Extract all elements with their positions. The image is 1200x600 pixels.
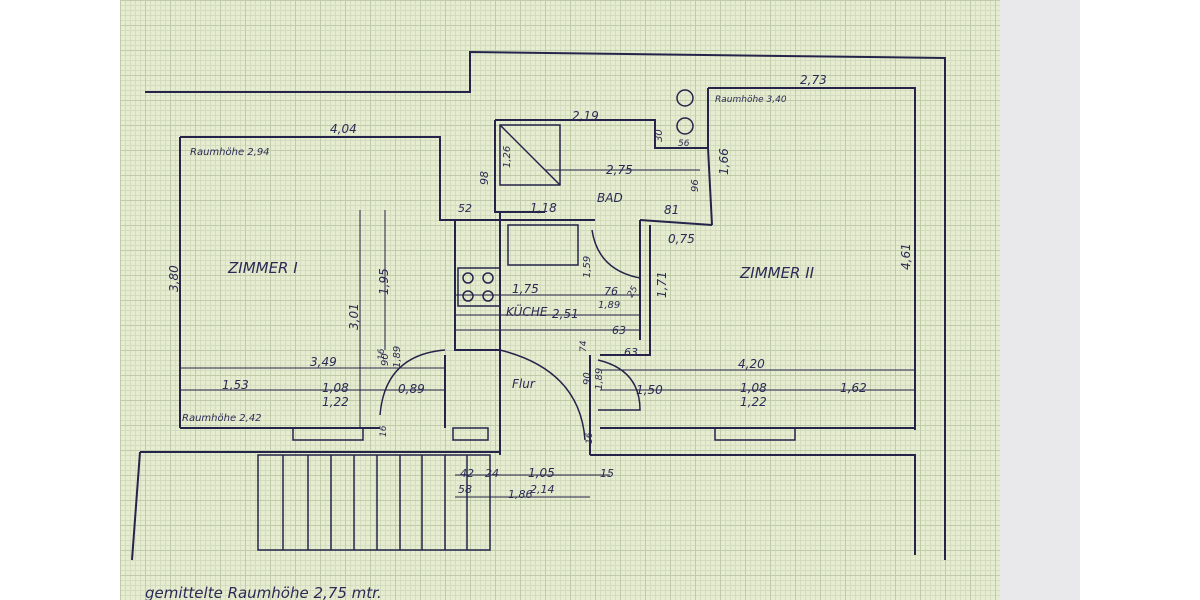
window-zimmer2 [714, 427, 796, 441]
dim-349: 3,49 [310, 355, 337, 369]
dim-189b: 1,89 [392, 346, 403, 368]
dim-404: 4,04 [330, 122, 357, 136]
window-flur [452, 427, 489, 441]
room-labels: ZIMMER I ZIMMER II BAD KÜCHE Flur [227, 191, 815, 391]
background-left [0, 0, 122, 600]
dim-075: 0,75 [668, 232, 695, 246]
dim-122a: 1,22 [322, 395, 349, 409]
dim-166: 1,66 [717, 148, 731, 175]
dim-251: 2,51 [552, 307, 579, 321]
zimmer2-outer-wall [708, 87, 916, 430]
dim-56: 56 [678, 139, 690, 149]
fixtures [457, 89, 694, 307]
note-raumhoehe-unten: Raumhöhe 2,42 [182, 413, 262, 424]
dim-63a: 63 [612, 324, 626, 337]
label-zimmer2: ZIMMER II [739, 264, 815, 282]
zimmer2-top-step [639, 219, 713, 226]
dim-118: 1,18 [530, 201, 557, 215]
dim-273: 2,73 [800, 73, 827, 87]
lower-wall-right [590, 454, 916, 555]
note-raumhoehe-zimmer1: Raumhöhe 2,94 [190, 147, 270, 158]
sink-unit [507, 224, 579, 266]
dim-461: 4,61 [899, 243, 913, 270]
zimmer1-top-wall [180, 136, 441, 207]
dim-122b: 1,22 [740, 395, 767, 409]
dim-150: 1,50 [636, 383, 663, 397]
dim-98: 98 [478, 171, 491, 185]
door-bad [591, 229, 641, 279]
dim-74: 74 [579, 340, 589, 352]
dim-420: 4,20 [738, 357, 765, 371]
dim-219: 2,19 [572, 109, 599, 123]
dim-108b: 1,08 [740, 381, 767, 395]
shower-tray [499, 124, 561, 186]
label-bad: BAD [597, 191, 623, 205]
dim-16c: 16 [377, 348, 387, 360]
dim-153: 1,53 [222, 378, 249, 392]
doors [379, 229, 641, 441]
fixture-circle-2 [676, 117, 694, 135]
staircase [257, 454, 491, 551]
background-right [1080, 0, 1200, 600]
door-zimmer1 [379, 349, 446, 416]
dim-189a: 1,89 [598, 300, 620, 311]
label-kueche: KÜCHE [506, 303, 548, 319]
dim-58: 58 [458, 483, 472, 496]
dim-186: 1,86 [508, 488, 533, 501]
dim-089: 0,89 [398, 382, 425, 396]
dim-105: 1,05 [528, 466, 555, 480]
dim-76: 76 [604, 285, 618, 298]
paper-edge-strip [1000, 0, 1080, 600]
lower-left-edge [131, 451, 141, 561]
label-zimmer1: ZIMMER I [227, 259, 298, 277]
dim-15: 15 [600, 467, 614, 480]
zimmer2-left-wall [600, 225, 651, 356]
dim-175: 1,75 [512, 282, 539, 296]
stove [457, 267, 501, 307]
dim-96: 96 [690, 179, 701, 192]
dim-25: 25 [626, 284, 641, 299]
outer-wall-top [145, 50, 946, 560]
dim-52: 52 [458, 202, 472, 215]
dim-301: 3,01 [347, 303, 361, 330]
dim-214: 2,14 [530, 483, 555, 496]
fixture-circle-1 [676, 89, 694, 107]
bath-top-wall [495, 119, 708, 149]
dim-16b: 16 [585, 432, 595, 444]
dimension-values: 4,04 2,73 2,19 2,75 1,18 1,26 98 52 30 5… [167, 73, 913, 501]
dimension-lines [180, 169, 915, 498]
dim-30: 30 [654, 129, 665, 142]
dim-63b: 63 [624, 346, 638, 359]
dim-90a: 90 [380, 353, 391, 366]
door-zimmer2 [597, 359, 641, 411]
dim-159: 1,59 [582, 256, 593, 278]
dim-108a: 1,08 [322, 381, 349, 395]
dim-189c: 1,89 [594, 368, 605, 390]
dim-380: 3,80 [167, 265, 181, 292]
dim-126: 1,26 [502, 146, 513, 168]
door-flur [499, 349, 586, 441]
dim-24: 24 [485, 467, 499, 480]
dim-162: 1,62 [840, 381, 867, 395]
label-flur: Flur [512, 377, 536, 391]
kitchen-left-wall [439, 207, 500, 351]
dim-90b: 90 [582, 372, 593, 385]
window-zimmer1 [292, 427, 364, 441]
graph-paper [120, 0, 1082, 600]
stairs-outline [257, 454, 491, 551]
bath-right-wall [707, 147, 713, 226]
note-raumhoehe-zimmer2: Raumhöhe 3,40 [715, 95, 787, 105]
note-gemittelte-raumhoehe: gemittelte Raumhöhe 2,75 mtr. [145, 584, 382, 600]
dim-195: 1,95 [377, 268, 391, 295]
bath-left-wall [494, 120, 545, 213]
dim-171: 1,71 [655, 271, 669, 298]
dim-275: 2,75 [606, 163, 633, 177]
dim-16a: 16 [379, 425, 389, 437]
dim-81: 81 [664, 203, 679, 217]
dim-42: 42 [460, 467, 474, 480]
notes: Raumhöhe 2,94 Raumhöhe 3,40 Raumhöhe 2,4… [145, 95, 787, 600]
windows [292, 427, 796, 441]
